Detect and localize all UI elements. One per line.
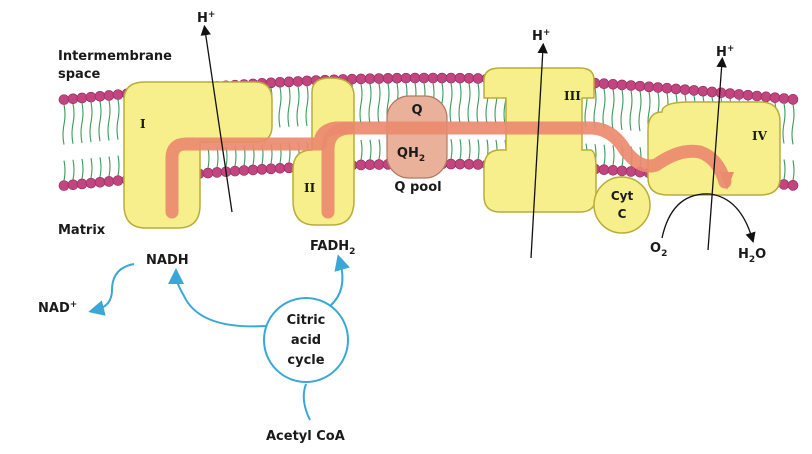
proton-arrow-3: H+: [530, 28, 550, 259]
h2o-label: H2O: [738, 247, 766, 265]
nad-plus-label: NAD+: [38, 300, 77, 316]
electron-flow-path: [165, 121, 732, 219]
acetyl-coa-to-cycle-arrow: [302, 383, 311, 421]
qh2-label: QH2: [397, 146, 425, 164]
cyt-label-2: C: [618, 207, 627, 221]
quinone-pool: Q QH2 Q pool: [386, 95, 448, 195]
complex-I-label: I: [140, 117, 146, 131]
cyt-label-1: Cyt: [611, 189, 634, 203]
fadh2-label: FADH2: [310, 239, 355, 257]
q-label: Q: [411, 103, 422, 118]
o2-label: O2: [650, 241, 667, 259]
cycle-label-3: cycle: [287, 353, 324, 368]
electron-flow-arrowhead: [720, 172, 734, 190]
svg-text:H+: H+: [197, 10, 215, 26]
cycle-to-fadh2-arrow: [329, 254, 350, 307]
electron-flow-path-ii: [321, 121, 355, 219]
intermembrane-label-1: Intermembrane: [58, 49, 172, 64]
cycle-to-nadh-arrow: [168, 268, 267, 328]
citric-acid-cycle: Citric acid cycle: [263, 297, 349, 383]
oxygen-reduction: O2 H2O: [650, 193, 766, 265]
complex-III-label: III: [564, 89, 581, 103]
complex-II-label: II: [304, 181, 316, 195]
q-pool-label: Q pool: [394, 180, 441, 195]
proton-arrow-1: H+: [197, 10, 233, 213]
svg-text:H+: H+: [716, 44, 734, 60]
matrix-label: Matrix: [58, 223, 106, 238]
cycle-label-1: Citric: [287, 313, 326, 328]
svg-text:H+: H+: [532, 28, 550, 44]
cycle-label-2: acid: [291, 333, 321, 348]
nadh-to-nad-arrow: [88, 263, 135, 316]
complex-IV: IV: [647, 101, 781, 196]
nadh-label: NADH: [146, 253, 189, 268]
proton-arrow-4: H+: [707, 44, 734, 251]
complex-IV-label: IV: [752, 129, 768, 143]
cytochrome-c: Cyt C: [593, 176, 651, 234]
acetyl-coa-label: Acetyl CoA: [266, 429, 345, 444]
intermembrane-label-2: space: [58, 67, 101, 82]
complex-I: I: [123, 81, 273, 229]
